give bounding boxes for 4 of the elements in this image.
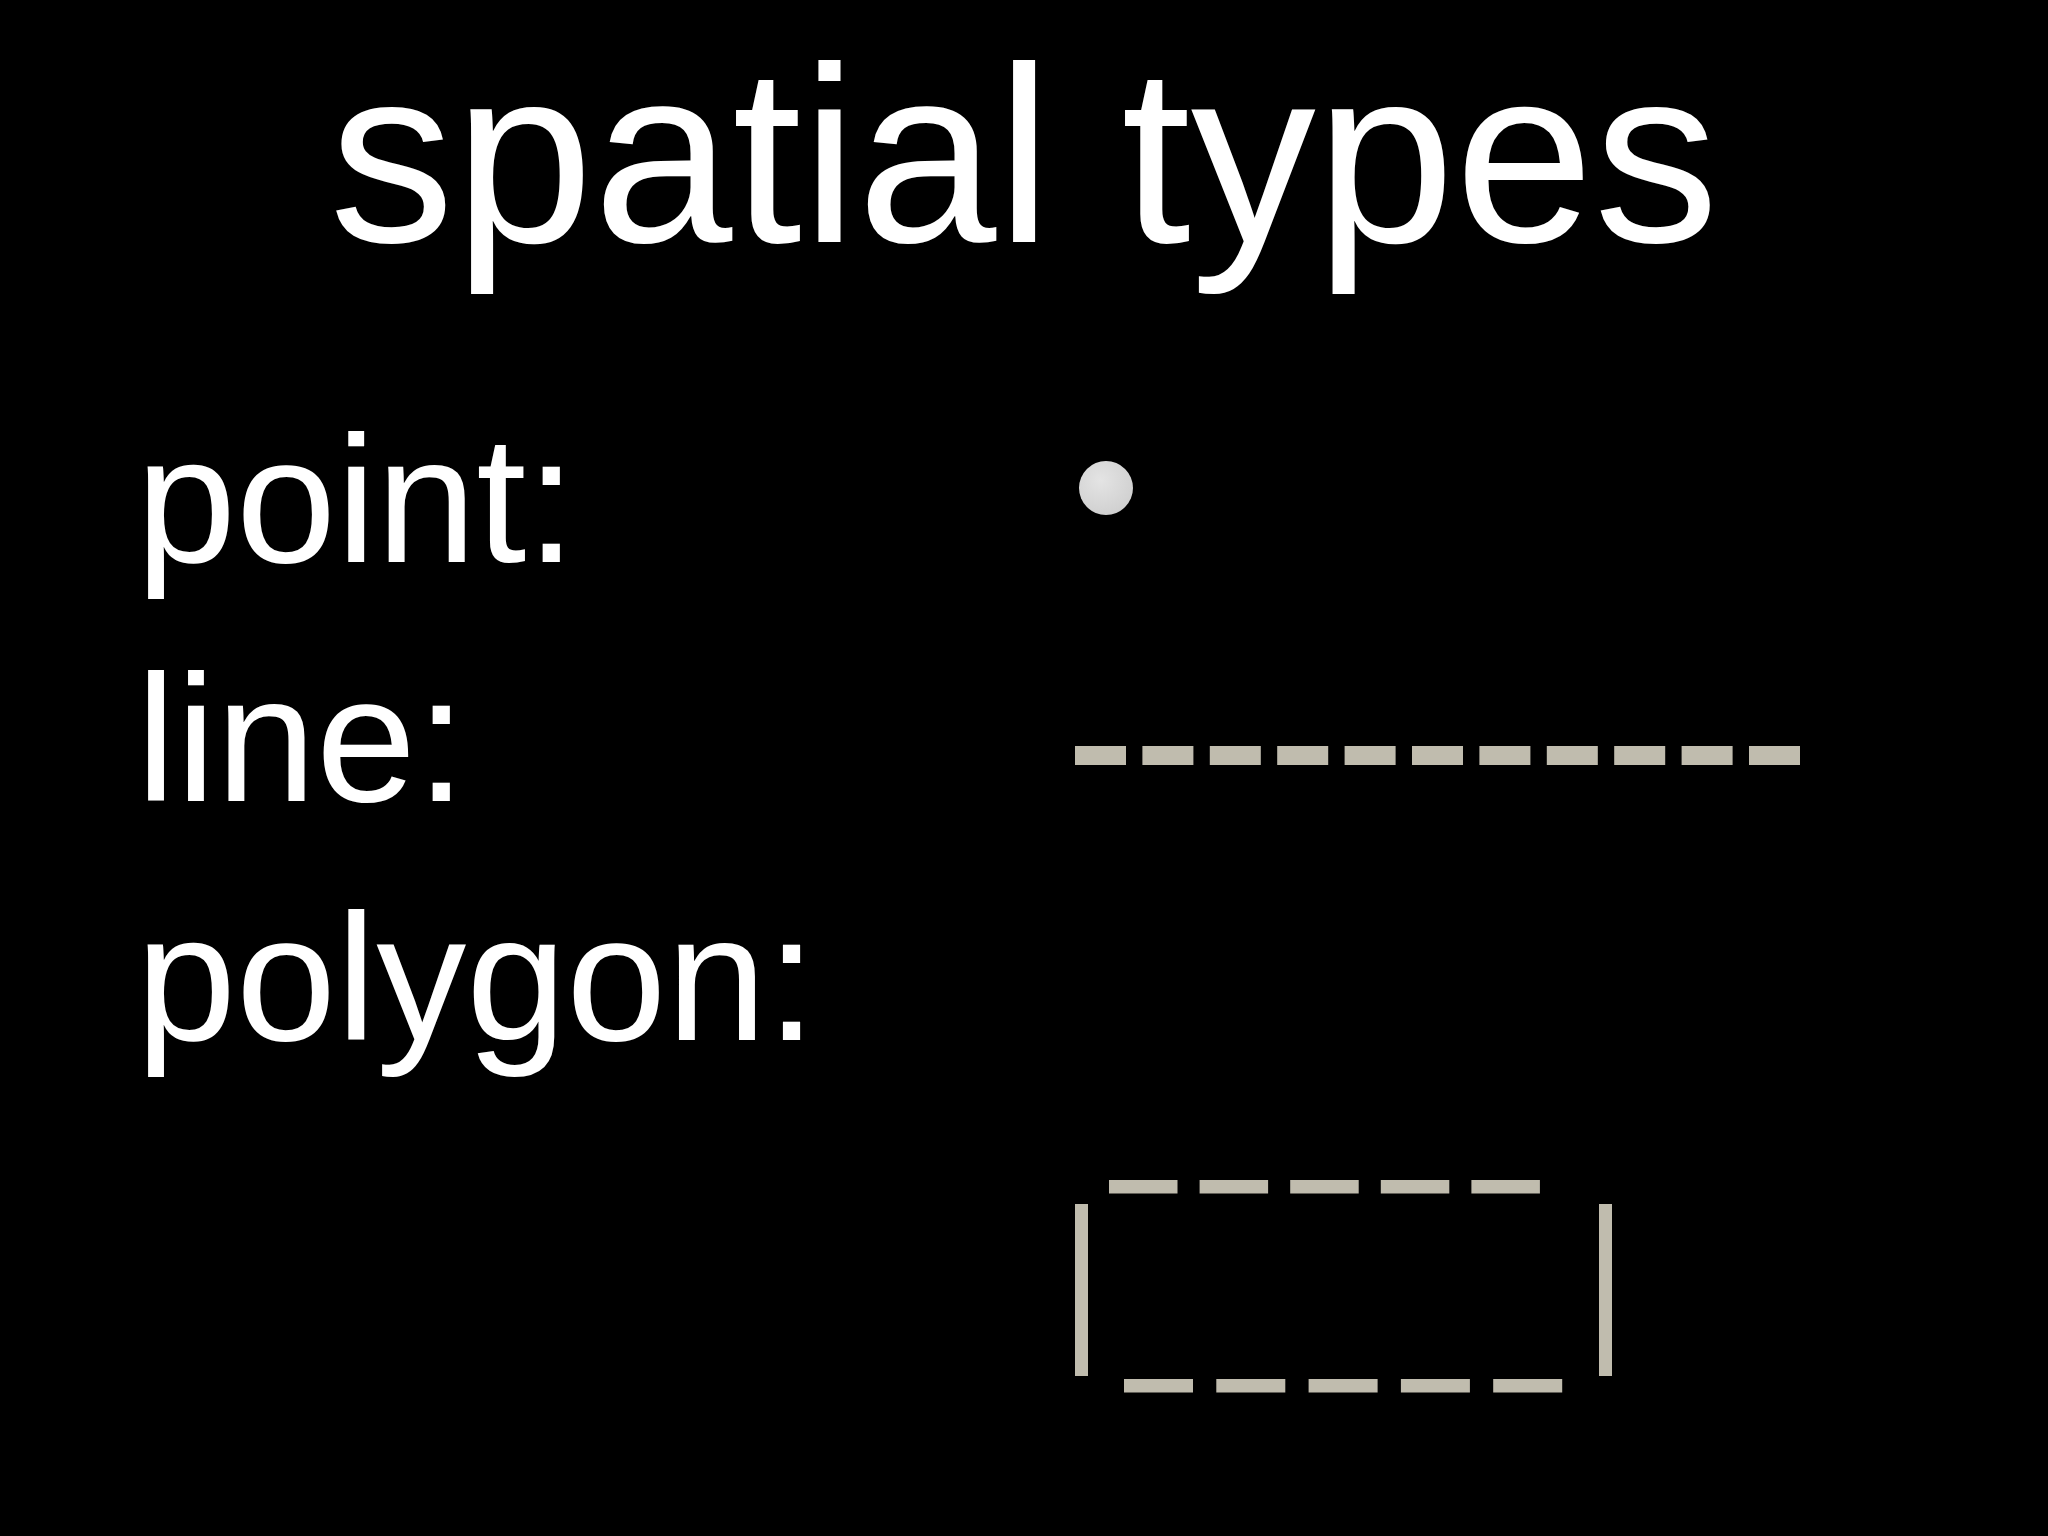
type-label: line:	[136, 637, 467, 841]
type-label: polygon:	[136, 876, 817, 1080]
slide-title: spatial types	[329, 15, 1719, 297]
type-label: point:	[136, 398, 577, 602]
